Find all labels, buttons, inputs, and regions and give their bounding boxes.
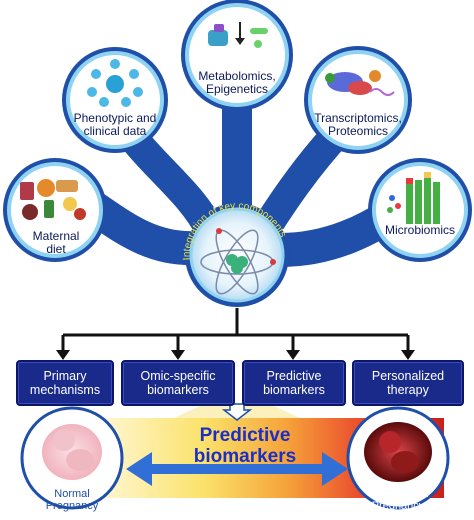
node-normal-pregnancy <box>20 406 124 510</box>
label-normal-pregnancy: Normal Pregnancy <box>45 488 99 513</box>
category-box-personalized: Personalized therapy <box>352 360 464 406</box>
connector-lines <box>61 308 410 352</box>
node-transcriptomics <box>304 46 412 154</box>
category-box-predictive: Predictive biomarkers <box>242 360 346 406</box>
label-transcriptomics: Transcriptomics, Proteomics <box>314 111 402 139</box>
fetus-complicated-icon <box>364 422 432 482</box>
node-maternal-diet <box>3 158 107 262</box>
double-arrow-icon <box>126 452 348 486</box>
node-metabolomics <box>181 0 293 111</box>
atom-icon <box>200 228 276 295</box>
node-microbiomics <box>368 158 472 262</box>
predictive-biomarkers-title: Predictive biomarkers <box>193 425 297 467</box>
microbiome-bar-icon <box>387 172 440 224</box>
node-complicated-pregnancy <box>346 406 450 510</box>
connector-arrowheads <box>56 350 415 360</box>
protein-icon <box>325 70 395 96</box>
food-icon <box>20 179 86 220</box>
outcome-gradient-band <box>30 418 444 498</box>
central-hub <box>185 203 289 307</box>
category-box-primary: Primary mechanisms <box>16 360 114 406</box>
clinical-data-icon <box>87 59 143 107</box>
category-box-omic: Omic-specific biomarkers <box>121 360 235 406</box>
label-microbiomics: Microbiomics <box>384 223 455 237</box>
label-complicated-pregnancy: Complicated Pregnancy <box>367 488 429 513</box>
label-maternal-diet: Maternal diet <box>32 229 80 257</box>
node-phenotypic <box>62 47 168 153</box>
label-phenotypic: Phenotypic and clinical data <box>73 111 157 139</box>
label-metabolomics: Metabolomics, Epigenetics <box>198 69 276 97</box>
molecule-icon <box>208 22 268 48</box>
